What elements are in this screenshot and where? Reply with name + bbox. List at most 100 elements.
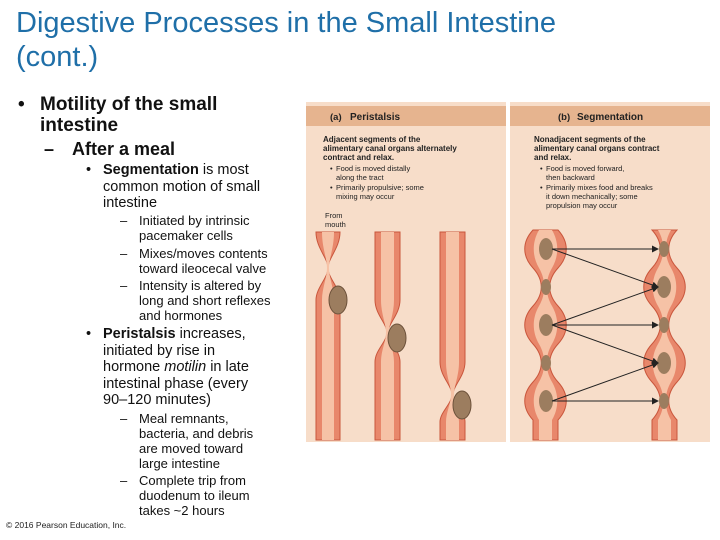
copyright: © 2016 Pearson Education, Inc.: [6, 520, 127, 530]
per-point-1-line-2: bacteria, and debris: [139, 426, 254, 441]
panel-a-bullet-1-line-2: along the tract: [336, 173, 384, 182]
seg-point-1: Initiated by intrinsic pacemaker cells: [139, 213, 250, 243]
per-point-1-line-3: are moved toward: [139, 441, 244, 456]
seg-bolus-r5: [659, 393, 669, 409]
panel-a-desc-3: contract and relax.: [323, 153, 394, 162]
peristalsis-tube-1: [315, 231, 348, 441]
seg-bolus-l2: [541, 279, 551, 295]
seg-point-2-line-2: toward ileocecal valve: [139, 261, 267, 276]
bullet-dot: •: [18, 94, 25, 115]
panel-a-header: [306, 106, 506, 126]
per-line-3a: hormone: [103, 359, 165, 375]
peristalsis-tube-3: [439, 231, 472, 441]
panel-b-bullet-dot-1: •: [540, 164, 543, 173]
panel-b-bullet-2-line-1: Primarily mixes food and breaks: [546, 183, 653, 192]
per-point-2-line-1: Complete trip from: [139, 473, 246, 488]
seg-bolus-r4: [657, 352, 671, 374]
panel-a-bullet-2-line-2: mixing may occur: [336, 192, 395, 201]
motility-figure: (a) Peristalsis Adjacent segments of the…: [306, 102, 710, 442]
panel-b-bullet-2-line-3: propulsion may occur: [546, 201, 618, 210]
seg-dash-3: –: [120, 278, 128, 293]
from-label-line-1: From: [325, 211, 343, 220]
peristalsis-tube-2: [374, 231, 407, 441]
panel-a-bullet-dot-2: •: [330, 183, 333, 192]
seg-dash-1: –: [120, 213, 128, 228]
per-point-1-line-1: Meal remnants,: [139, 411, 229, 426]
seg-point-2-line-1: Mixes/moves contents: [139, 246, 268, 261]
seg-arrow-1: [551, 248, 659, 289]
per-point-1-line-4: large intestine: [139, 456, 220, 471]
seg-bolus-r2: [657, 276, 671, 298]
seg-arrow-3: [551, 285, 659, 326]
per-point-2-line-2: duodenum to ileum: [139, 488, 250, 503]
panel-a-desc-1: Adjacent segments of the: [323, 135, 421, 144]
seg-arrow-6: [551, 361, 659, 402]
seg-point-3-line-1: Intensity is altered by: [139, 278, 262, 293]
seg-text: Segmentation is most common motion of sm…: [103, 162, 303, 212]
per-point-1: Meal remnants, bacteria, and debris are …: [139, 411, 253, 471]
panel-b-bullet-1-line-1: Food is moved forward,: [546, 164, 624, 173]
per-point-2-line-3: takes ~2 hours: [139, 503, 225, 518]
seg-point-3-line-2: long and short reflexes: [139, 293, 271, 308]
seg-line-3: intestine: [103, 195, 158, 211]
seg-bolus-l1: [539, 238, 553, 260]
seg-point-1-line-1: Initiated by intrinsic: [139, 213, 250, 228]
per-point-2: Complete trip from duodenum to ileum tak…: [139, 473, 250, 518]
per-line-5: 90–120 minutes): [103, 392, 212, 408]
per-line-2: initiated by rise in: [103, 342, 216, 359]
panel-a-bullet-1-line-1: Food is moved distally: [336, 164, 410, 173]
title-line-2: (cont.): [16, 41, 99, 73]
panel-b-header: [510, 106, 710, 126]
seg-point-1-line-2: pacemaker cells: [139, 228, 233, 243]
segmentation-arrows: [551, 245, 659, 405]
panel-b-title: Segmentation: [577, 112, 643, 123]
seg-point-3: Intensity is altered by long and short r…: [139, 278, 271, 323]
bullet-motility-line-1: Motility of the small: [40, 94, 218, 115]
from-label-line-2: mouth: [325, 220, 346, 229]
seg-bullet-dot: •: [86, 162, 92, 178]
panel-b-bullet-1-line-2: then backward: [546, 173, 595, 182]
per-line-4: intestinal phase (every: [103, 375, 249, 392]
panel-b-desc-3: and relax.: [534, 153, 571, 162]
seg-bold: Segmentation: [103, 162, 199, 178]
bolus-1: [328, 285, 348, 315]
panel-b-desc-1: Nonadjacent segments of the: [534, 135, 646, 144]
bolus-3: [452, 390, 472, 420]
panel-a-desc-2: alimentary canal organs alternately: [323, 144, 457, 153]
seg-bolus-l4: [541, 355, 551, 371]
per-dash-2: –: [120, 473, 128, 488]
segmentation-tube-left: [524, 229, 567, 441]
sub-dash: –: [44, 139, 55, 159]
bolus-2: [387, 323, 407, 353]
per-motilin: motilin: [164, 359, 207, 375]
seg-arrow-5: [551, 324, 659, 365]
panel-b-desc-2: alimentary canal organs contract: [534, 144, 660, 153]
per-rest: increases,: [175, 326, 246, 342]
panel-a-title: Peristalsis: [350, 112, 400, 123]
panel-b-bullet-2-line-2: it down mechanically; some: [546, 192, 638, 201]
bullet-motility-line-2: intestine: [40, 115, 119, 136]
per-bullet-dot: •: [86, 326, 92, 342]
seg-point-2: Mixes/moves contents toward ileocecal va…: [139, 246, 268, 276]
title-line-1: Digestive Processes in the Small Intesti…: [16, 7, 556, 39]
seg-point-3-line-3: and hormones: [139, 308, 223, 323]
slide-title: Digestive Processes in the Small Intesti…: [16, 6, 706, 74]
panel-b-letter: (b): [558, 112, 570, 123]
seg-line-2: common motion of small: [103, 178, 261, 195]
panel-b-bullet-dot-2: •: [540, 183, 543, 192]
per-dash-1: –: [120, 411, 128, 426]
panel-a-bullet-2-line-1: Primarily propulsive; some: [336, 183, 424, 192]
seg-bolus-l5: [539, 390, 553, 412]
seg-bolus-l3: [539, 314, 553, 336]
bullet-motility: Motility of the small intestine: [40, 94, 300, 136]
per-text: Peristalsis increases, initiated by rise…: [103, 326, 303, 409]
seg-dash-2: –: [120, 246, 128, 261]
per-line-3b: in late: [206, 359, 249, 375]
panel-a-letter: (a): [330, 112, 342, 123]
sub-after-meal: After a meal: [72, 139, 176, 159]
panel-a-bullet-dot-1: •: [330, 164, 333, 173]
seg-bolus-r3: [659, 317, 669, 333]
seg-bolus-r1: [659, 241, 669, 257]
per-bold: Peristalsis: [103, 326, 176, 342]
seg-rest: is most: [198, 162, 249, 178]
